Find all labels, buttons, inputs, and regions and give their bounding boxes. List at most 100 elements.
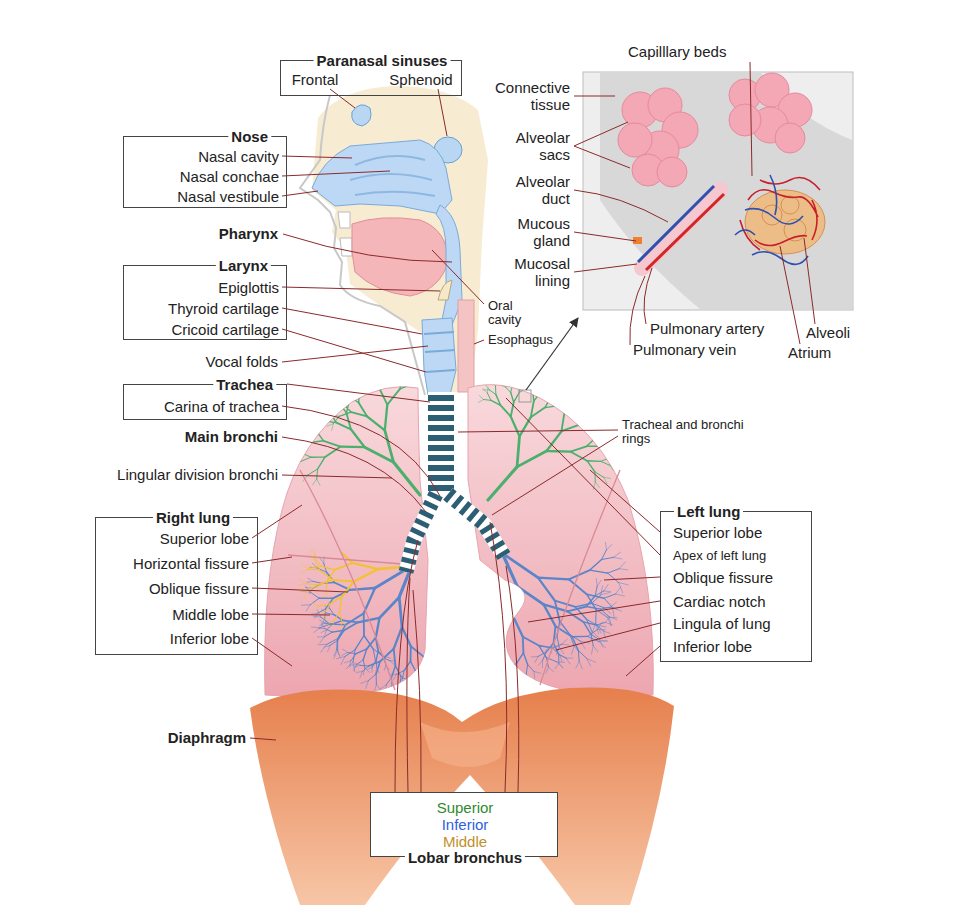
part-label: Apex of left lung xyxy=(673,549,766,564)
part-label: Alveolar sacs xyxy=(494,130,570,163)
part-label: Alveolar duct xyxy=(494,174,570,207)
diaphragm-muscle xyxy=(250,687,674,905)
part-label: Nasal cavity xyxy=(198,148,279,165)
part-label: Middle xyxy=(443,833,487,850)
detail-arrow xyxy=(526,318,578,390)
bronchial-branch xyxy=(538,578,569,601)
part-label: Horizontal fissure xyxy=(133,555,249,572)
bronchial-branch xyxy=(478,377,616,489)
lower-teeth xyxy=(340,238,352,256)
bronchial-branch xyxy=(294,352,432,486)
bronchial-branch xyxy=(461,586,610,674)
group-heading: Larynx xyxy=(216,257,271,274)
part-label: Cardiac notch xyxy=(673,593,766,610)
alveolus xyxy=(745,190,825,254)
alveolar-sac xyxy=(729,104,761,136)
group-heading: Right lung xyxy=(153,509,233,526)
bronchial-branch xyxy=(505,555,538,578)
part-label: Inferior xyxy=(442,816,489,833)
upper-teeth xyxy=(338,212,350,228)
label-group: LarynxEpiglottisThyroid cartilageCricoid… xyxy=(123,265,287,340)
part-label: Inferior lobe xyxy=(673,638,752,655)
part-label: Inferior lobe xyxy=(170,630,249,647)
right-lung xyxy=(265,387,428,697)
capillary-red xyxy=(740,178,820,250)
bronchial-branch xyxy=(298,520,348,630)
part-label: Vocal folds xyxy=(205,354,278,371)
part-label: Diaphragm xyxy=(168,730,246,747)
part-label: Pharynx xyxy=(219,226,278,243)
part-label: Main bronchi xyxy=(185,429,278,446)
part-label: Tracheal and bronchi rings xyxy=(622,418,757,447)
central-tendon xyxy=(420,722,510,767)
bronchial-branch xyxy=(310,564,382,663)
alveolar-sacs xyxy=(618,73,812,187)
leader-lines xyxy=(250,62,815,792)
part-label: Esophagus xyxy=(488,333,553,347)
alveolar-sac xyxy=(657,157,687,187)
capillary-blue xyxy=(735,175,808,264)
group-heading: Lobar bronchus xyxy=(405,849,525,866)
bronchial-branch xyxy=(545,542,628,655)
part-label: Oral cavity xyxy=(488,299,536,328)
label-group: NoseNasal cavityNasal conchaeNasal vesti… xyxy=(123,136,287,208)
part-label: Mucosal lining xyxy=(494,256,570,289)
bronchial-branch xyxy=(353,563,379,582)
part-label: Thyroid cartilage xyxy=(168,300,279,317)
part-label: Connective tissue xyxy=(478,80,570,113)
esophagus-tube xyxy=(458,300,474,392)
bronchial-branch xyxy=(488,467,517,500)
right-bronchial-tree xyxy=(294,352,450,694)
trachea-rings xyxy=(428,398,454,488)
group-heading: Left lung xyxy=(674,503,743,520)
part-label: Lingular division bronchi xyxy=(117,467,278,484)
group-heading: Trachea xyxy=(213,376,276,393)
part-label: Capilllary beds xyxy=(628,44,726,61)
label-group: SuperiorInferiorMiddleLobar bronchus xyxy=(370,792,558,857)
part-label: Nasal conchae xyxy=(180,168,279,185)
bronchial-branch xyxy=(350,588,375,613)
left-bronchus-rings xyxy=(448,494,504,556)
bronchial-branch xyxy=(557,560,608,637)
part-label: Alveoli xyxy=(806,325,850,342)
part-label: Pulmonary artery xyxy=(650,321,764,338)
part-label: Superior lobe xyxy=(673,524,762,541)
left-main-bronchus xyxy=(448,494,504,556)
bronchial-branch xyxy=(380,597,403,627)
part-label: Middle lobe xyxy=(172,606,249,623)
label-group: Paranasal sinusesFrontalSphenoid xyxy=(280,60,462,96)
group-heading: Paranasal sinuses xyxy=(314,52,451,69)
larynx-tube xyxy=(422,318,456,395)
alveolus-bubbles xyxy=(762,196,806,241)
bronchial-branch xyxy=(301,360,425,479)
part-label: Lingula of lung xyxy=(673,615,771,632)
part-label: Sphenoid xyxy=(389,71,452,88)
bronchial-branch xyxy=(301,557,390,672)
label-group: Right lungSuperior lobeHorizontal fissur… xyxy=(95,517,258,655)
bronchial-branch xyxy=(333,583,364,636)
alveolar-duct xyxy=(642,190,720,268)
bronchial-branch xyxy=(310,371,414,469)
detail-marker xyxy=(519,390,531,402)
part-label: Oblique fissure xyxy=(673,569,773,586)
part-label: Carina of trachea xyxy=(164,398,279,415)
group-heading: Nose xyxy=(228,128,271,145)
nasal-conchae xyxy=(350,156,435,196)
alveolar-sac xyxy=(775,123,805,153)
bronchial-branch xyxy=(317,538,342,612)
middle-bronchial-tree xyxy=(298,520,412,630)
bronchial-branch xyxy=(484,383,610,482)
alveolar-sac xyxy=(618,123,652,157)
bronchial-branch xyxy=(517,436,547,467)
larynx-cartilage xyxy=(424,332,455,372)
inset-shadow xyxy=(600,72,852,309)
part-label: Cricoid cartilage xyxy=(171,321,279,338)
nasal-cavity xyxy=(312,140,452,214)
part-label: Nasal vestibule xyxy=(177,188,279,205)
pulmonary-vein-vessel xyxy=(646,194,724,270)
part-label: Epiglottis xyxy=(218,279,279,296)
bronchial-branch xyxy=(340,405,387,448)
part-label: Superior xyxy=(437,799,494,816)
tongue xyxy=(352,218,448,296)
